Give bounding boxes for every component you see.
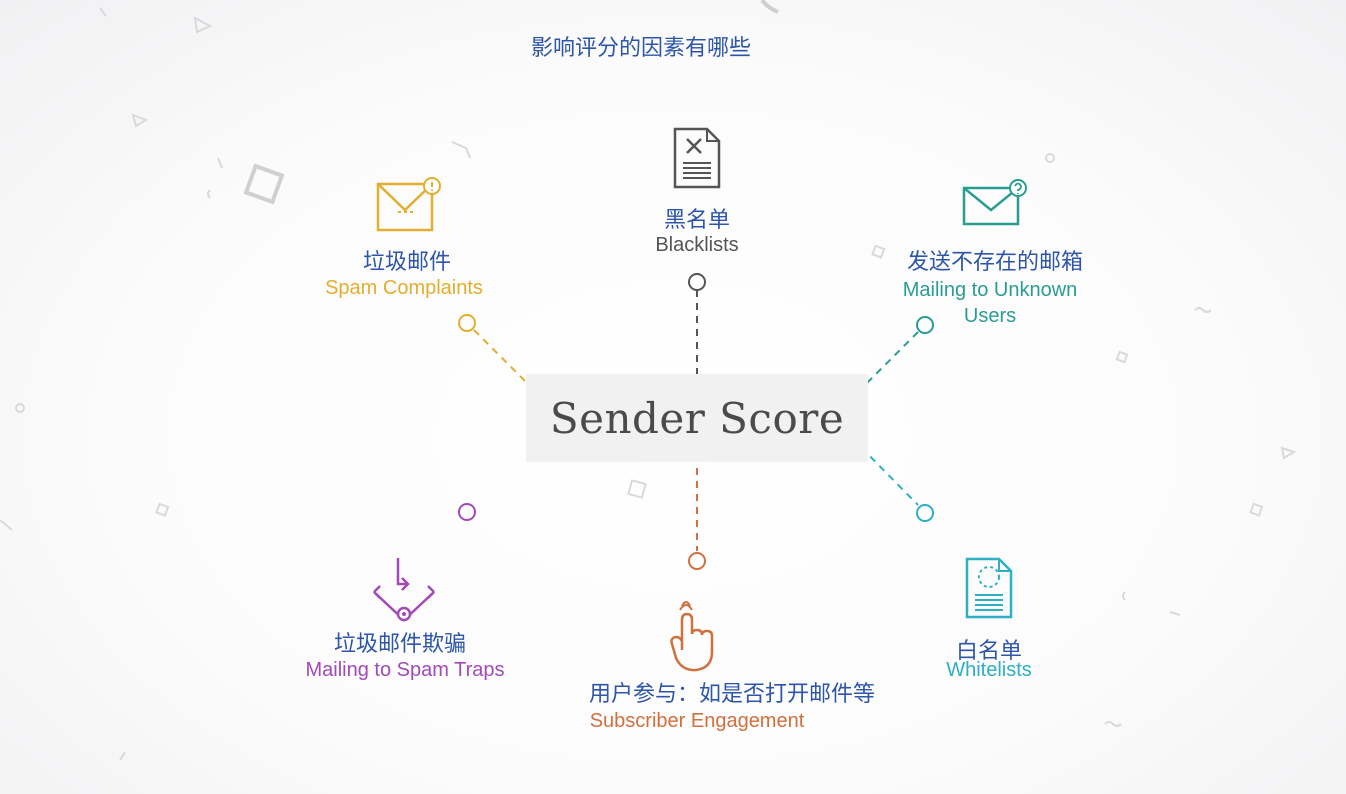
envelope-alert-icon xyxy=(376,177,441,232)
engagement-label-cn: 用户参与：如是否打开邮件等 xyxy=(588,682,875,707)
whitelist-document-icon xyxy=(965,557,1013,619)
spam-complaints-label-cn: 垃圾邮件 xyxy=(362,250,451,275)
connector-dot-spam-complaints xyxy=(458,314,476,332)
connector-spam-complaints xyxy=(473,329,541,397)
spam-traps-label-cn: 垃圾邮件欺骗 xyxy=(333,632,466,657)
connector-dot-spam-traps xyxy=(458,503,476,521)
connector-unknown-users xyxy=(851,331,919,399)
spam-traps-label-en: Mailing to Spam Traps xyxy=(305,659,505,681)
page-title: 影响评分的因素有哪些 xyxy=(530,36,751,61)
blacklists-label-cn: 黑名单 xyxy=(663,208,730,233)
blacklist-document-icon xyxy=(673,127,721,189)
connector-dot-blacklists xyxy=(688,273,706,291)
engagement-label-en: Subscriber Engagement xyxy=(589,710,805,732)
connector-dot-unknown-users xyxy=(916,316,934,334)
connector-dot-engagement xyxy=(688,552,706,570)
spam-complaints-label-en: Spam Complaints xyxy=(325,277,483,299)
whitelists-label-en: Whitelists xyxy=(946,659,1032,681)
center-node: Sender Score xyxy=(526,374,868,462)
center-label: Sender Score xyxy=(549,393,845,443)
unknown-users-label-en: Mailing to Unknown Users xyxy=(902,279,1078,327)
envelope-question-icon xyxy=(962,179,1027,226)
unknown-users-label-cn: 发送不存在的邮箱 xyxy=(906,250,1083,275)
pointer-hand-icon xyxy=(670,601,714,672)
whitelists-label-cn: 白名单 xyxy=(955,639,1022,664)
blacklists-label-en: Blacklists xyxy=(655,234,739,256)
connector-dot-whitelists xyxy=(916,504,934,522)
spam-trap-icon xyxy=(373,558,435,622)
